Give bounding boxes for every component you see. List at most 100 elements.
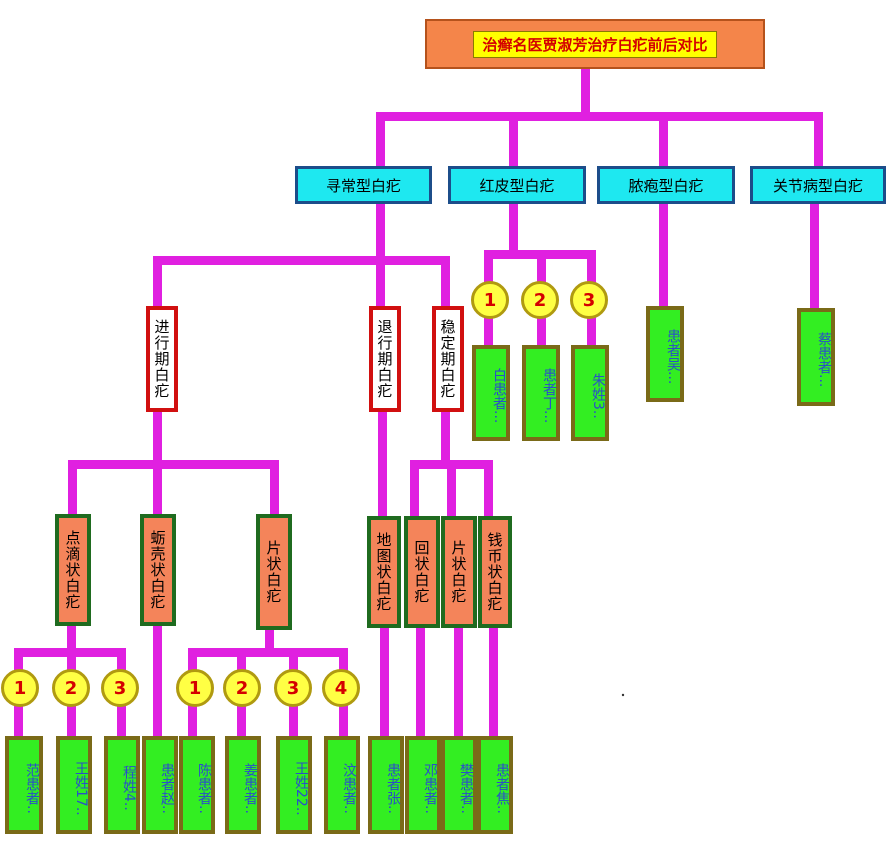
patient-label: 蔡患者...	[801, 312, 832, 402]
patient-label: 邓患者..	[409, 740, 438, 830]
stage-box-stable: 稳定期白疕	[432, 306, 464, 412]
stage-label-regressive: 退行期白疕	[373, 310, 397, 408]
number-badge: 1	[471, 281, 509, 319]
number-badge: 4	[322, 669, 360, 707]
connector	[376, 112, 385, 168]
patient-label: 汶患者..	[328, 740, 357, 830]
connector	[814, 112, 823, 168]
type-box-erythrodermic: 红皮型白疕	[448, 166, 586, 204]
connector	[416, 628, 425, 738]
type-label-arthropathic: 关节病型白疕	[753, 169, 883, 201]
kind-label-plaque-stable: 片状白疕	[445, 520, 473, 624]
stage-box-progressive: 进行期白疕	[146, 306, 178, 412]
patient-label: 王姓22..	[280, 740, 309, 830]
patient-card: 陈患者..	[179, 736, 215, 834]
connector	[153, 412, 162, 468]
patient-card: 王姓17..	[56, 736, 92, 834]
patient-card: 白患者...	[472, 345, 510, 441]
number-badge: 3	[101, 669, 139, 707]
number-badge: 2	[521, 281, 559, 319]
patient-label: 白患者...	[476, 349, 507, 437]
stray-dot	[621, 693, 625, 697]
type-box-pustular: 脓疱型白疕	[597, 166, 735, 204]
connector	[441, 412, 450, 468]
connector	[153, 626, 162, 738]
connector	[270, 460, 279, 516]
connector	[68, 460, 77, 516]
kind-label-ostraceous: 蛎壳状白疕	[144, 518, 172, 622]
connector	[447, 460, 456, 518]
connector	[68, 460, 279, 469]
kind-label-annular: 回状白疕	[408, 520, 436, 624]
connector	[659, 204, 668, 310]
patient-card: 患者张..	[368, 736, 404, 834]
type-label-pustular: 脓疱型白疕	[600, 169, 732, 201]
connector	[67, 626, 76, 654]
patient-card: 邓患者..	[405, 736, 441, 834]
patient-label: 患者吴...	[650, 310, 681, 398]
patient-card: 王姓22..	[276, 736, 312, 834]
connector	[581, 68, 590, 118]
number-badge: 1	[1, 669, 39, 707]
connector	[376, 112, 822, 121]
connector	[153, 460, 162, 516]
type-box-common: 寻常型白疕	[295, 166, 432, 204]
connector	[454, 628, 463, 738]
kind-label-geographic: 地图状白疕	[371, 520, 397, 624]
connector	[810, 204, 819, 310]
number-badge: 2	[52, 669, 90, 707]
connector	[489, 628, 498, 738]
kind-box-guttate: 点滴状白疕	[55, 514, 91, 626]
patient-card: 蔡患者...	[797, 308, 835, 406]
connector	[509, 112, 518, 168]
patient-label: 陈患者..	[183, 740, 212, 830]
connector	[441, 256, 450, 308]
stage-label-progressive: 进行期白疕	[150, 310, 174, 408]
patient-label: 王姓17..	[60, 740, 89, 830]
patient-label: 程姓4..	[108, 740, 137, 830]
type-box-arthropathic: 关节病型白疕	[750, 166, 886, 204]
patient-card: 患者吴...	[646, 306, 684, 402]
connector	[378, 412, 387, 518]
patient-label: 朱姓3..	[575, 349, 606, 437]
patient-card: 程姓4..	[104, 736, 140, 834]
kind-box-annular: 回状白疕	[404, 516, 440, 628]
stage-box-regressive: 退行期白疕	[369, 306, 401, 412]
kind-box-geographic: 地图状白疕	[367, 516, 401, 628]
patient-card: 患者丁...	[522, 345, 560, 441]
connector	[659, 112, 668, 168]
patient-card: 姜患者..	[225, 736, 261, 834]
connector	[376, 256, 385, 308]
kind-box-plaque-stable: 片状白疕	[441, 516, 477, 628]
kind-box-nummular: 钱币状白疕	[478, 516, 512, 628]
patient-label: 姜患者..	[229, 740, 258, 830]
number-badge: 1	[176, 669, 214, 707]
patient-label: 樊患者..	[445, 740, 474, 830]
connector	[153, 256, 162, 308]
patient-card: 范患者..	[5, 736, 43, 834]
connector	[153, 256, 450, 265]
patient-label: 患者丁...	[526, 349, 557, 437]
kind-label-nummular: 钱币状白疕	[482, 520, 508, 624]
connector	[265, 630, 274, 654]
type-label-erythrodermic: 红皮型白疕	[451, 169, 583, 201]
patient-label: 患者张..	[372, 740, 401, 830]
patient-label: 患者赵..	[146, 740, 175, 830]
patient-label: 范患者..	[9, 740, 40, 830]
kind-box-plaque: 片状白疕	[256, 514, 292, 630]
kind-box-ostraceous: 蛎壳状白疕	[140, 514, 176, 626]
type-label-common: 寻常型白疕	[298, 169, 429, 201]
connector	[188, 648, 348, 657]
connector	[484, 460, 493, 518]
kind-label-guttate: 点滴状白疕	[59, 518, 87, 622]
patient-card: 患者赵..	[142, 736, 178, 834]
kind-label-plaque: 片状白疕	[260, 518, 288, 626]
patient-card: 朱姓3..	[571, 345, 609, 441]
patient-label: 患者焦..	[481, 740, 510, 830]
number-badge: 3	[274, 669, 312, 707]
connector	[509, 204, 518, 258]
title-box: 治癣名医贾淑芳治疗白疕前后对比	[425, 19, 765, 69]
number-badge: 2	[223, 669, 261, 707]
